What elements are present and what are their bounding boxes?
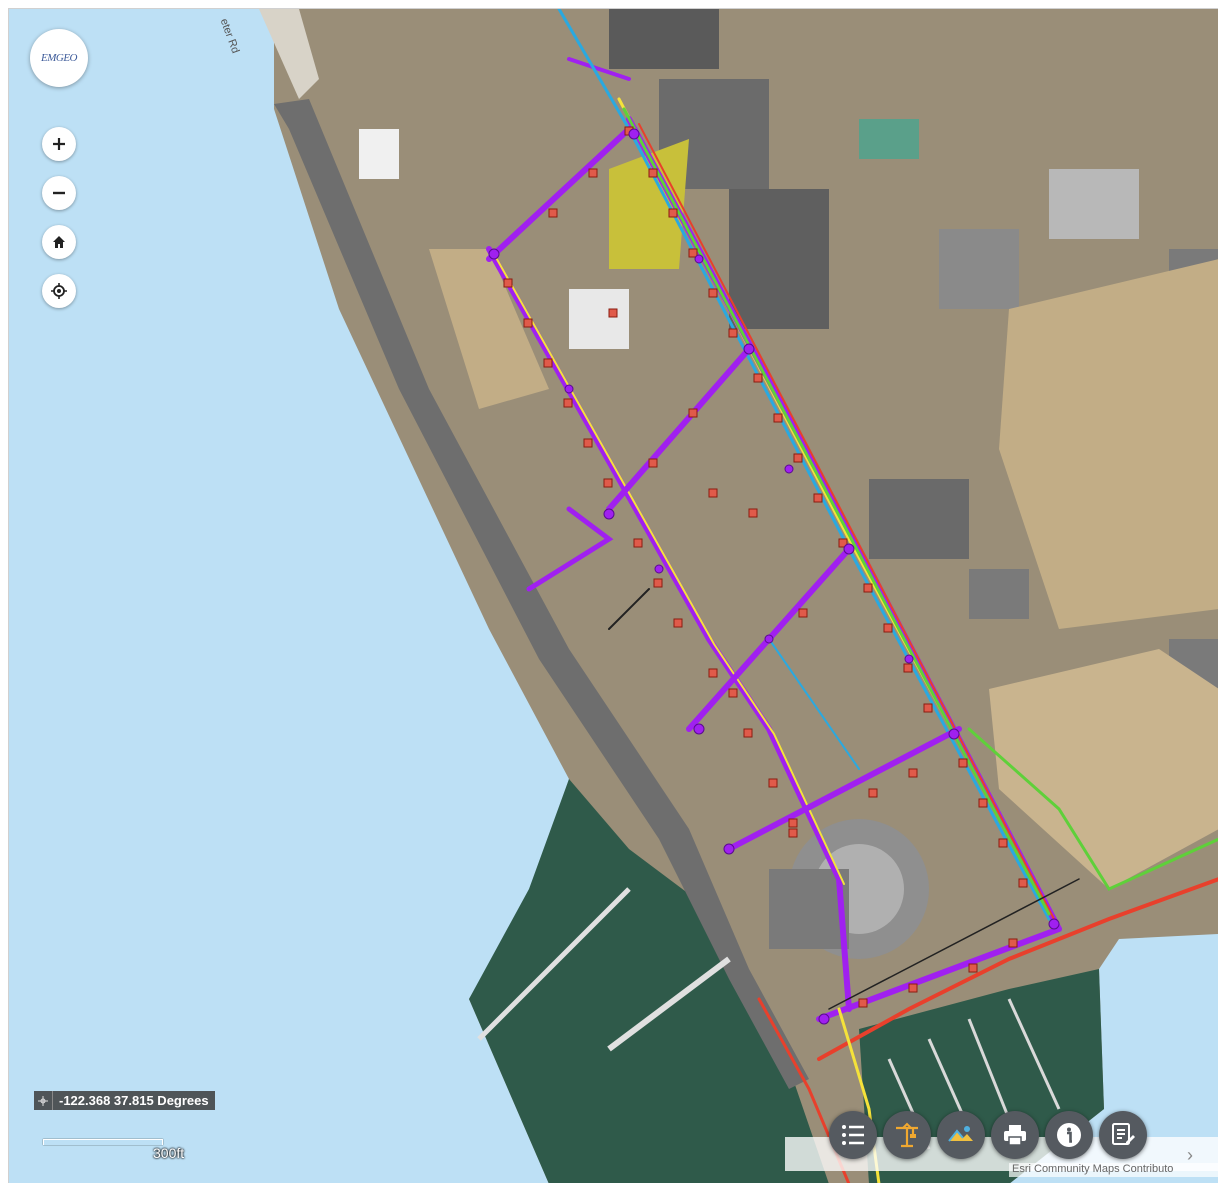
coordinate-text: -122.368 37.815 Degrees — [59, 1093, 209, 1108]
print-icon — [1004, 1125, 1026, 1146]
attribution-text: Esri Community Maps Contributo — [1009, 1163, 1218, 1177]
bottom-toolbar — [829, 1111, 1147, 1165]
bay-water — [469, 779, 829, 1183]
map-view[interactable]: eter Rd EMGEO -122.368 37.815 Degrees 30… — [8, 8, 1218, 1183]
crosshair-icon[interactable] — [34, 1091, 53, 1110]
locate-button[interactable] — [42, 274, 76, 308]
scale-bar: 300ft — [43, 1137, 184, 1161]
notes-icon — [1112, 1123, 1135, 1145]
basemap-gallery-button[interactable] — [937, 1111, 985, 1159]
notes-button[interactable] — [1099, 1111, 1147, 1159]
basemap-icon — [948, 1126, 973, 1142]
scale-label: 300ft — [153, 1145, 185, 1161]
minus-icon — [53, 191, 65, 195]
seawall — [274, 99, 809, 1089]
about-button[interactable] — [1045, 1111, 1093, 1159]
locate-icon — [51, 283, 67, 299]
plus-icon — [53, 138, 65, 150]
zoom-out-button[interactable] — [42, 176, 76, 210]
info-icon — [1057, 1123, 1081, 1147]
logo-text: EMGEO — [41, 52, 78, 64]
print-button[interactable] — [991, 1111, 1039, 1159]
construction-button[interactable] — [883, 1111, 931, 1159]
home-icon — [53, 236, 65, 248]
zoom-in-button[interactable] — [42, 127, 76, 161]
scale-bar-line — [43, 1139, 163, 1145]
coordinate-readout: -122.368 37.815 Degrees — [34, 1091, 215, 1110]
home-button[interactable] — [42, 225, 76, 259]
crane-icon — [896, 1122, 918, 1148]
aerial-basemap — [259, 9, 1218, 1183]
shore-road — [259, 9, 319, 99]
legend-icon — [842, 1125, 864, 1145]
legend-button[interactable] — [829, 1111, 877, 1159]
app-logo[interactable]: EMGEO — [30, 29, 88, 87]
chevron-right-icon[interactable]: › — [1187, 1145, 1193, 1165]
